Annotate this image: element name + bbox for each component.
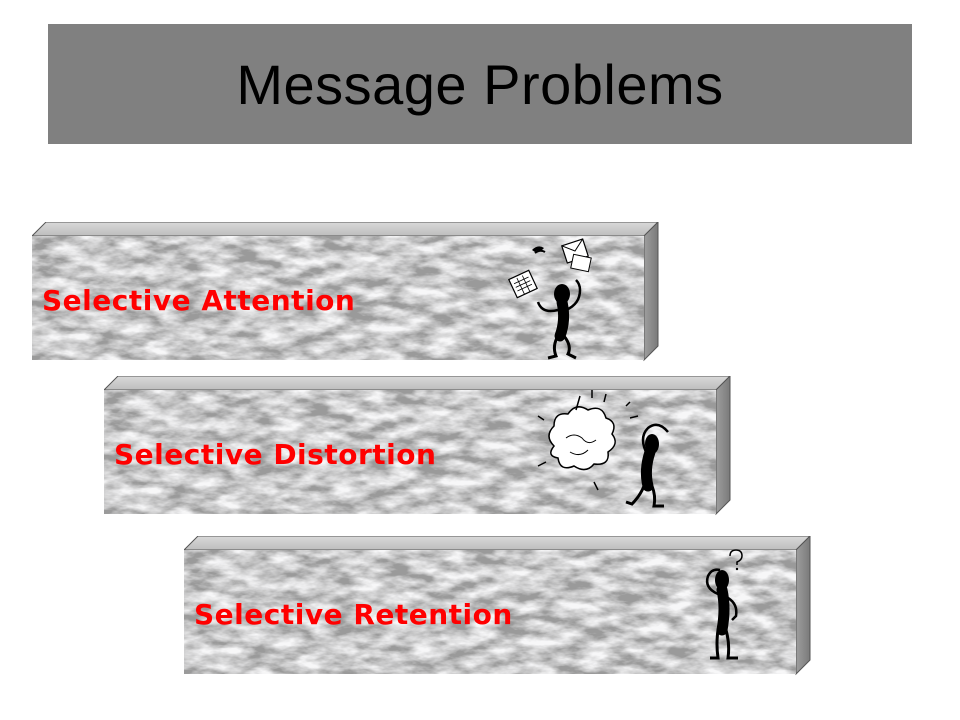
selective-distortion-block: Selective Distortion: [104, 376, 744, 526]
selective-retention-block: Selective Retention: [184, 536, 824, 686]
selective-retention-label: Selective Retention: [194, 598, 513, 631]
marble-slab: [184, 536, 811, 676]
selective-distortion-label: Selective Distortion: [114, 438, 437, 471]
marble-slab: [32, 222, 659, 362]
title-bar: Message Problems: [48, 24, 912, 144]
head-scratching-figure-icon: [705, 549, 743, 660]
selective-attention-block: Selective Attention: [32, 222, 672, 372]
juggling-figure-icon: [508, 238, 592, 360]
confused-cloud-figure-icon: [537, 390, 669, 508]
selective-attention-label: Selective Attention: [42, 284, 356, 317]
marble-slab: [104, 376, 731, 516]
slide-title: Message Problems: [236, 52, 724, 116]
